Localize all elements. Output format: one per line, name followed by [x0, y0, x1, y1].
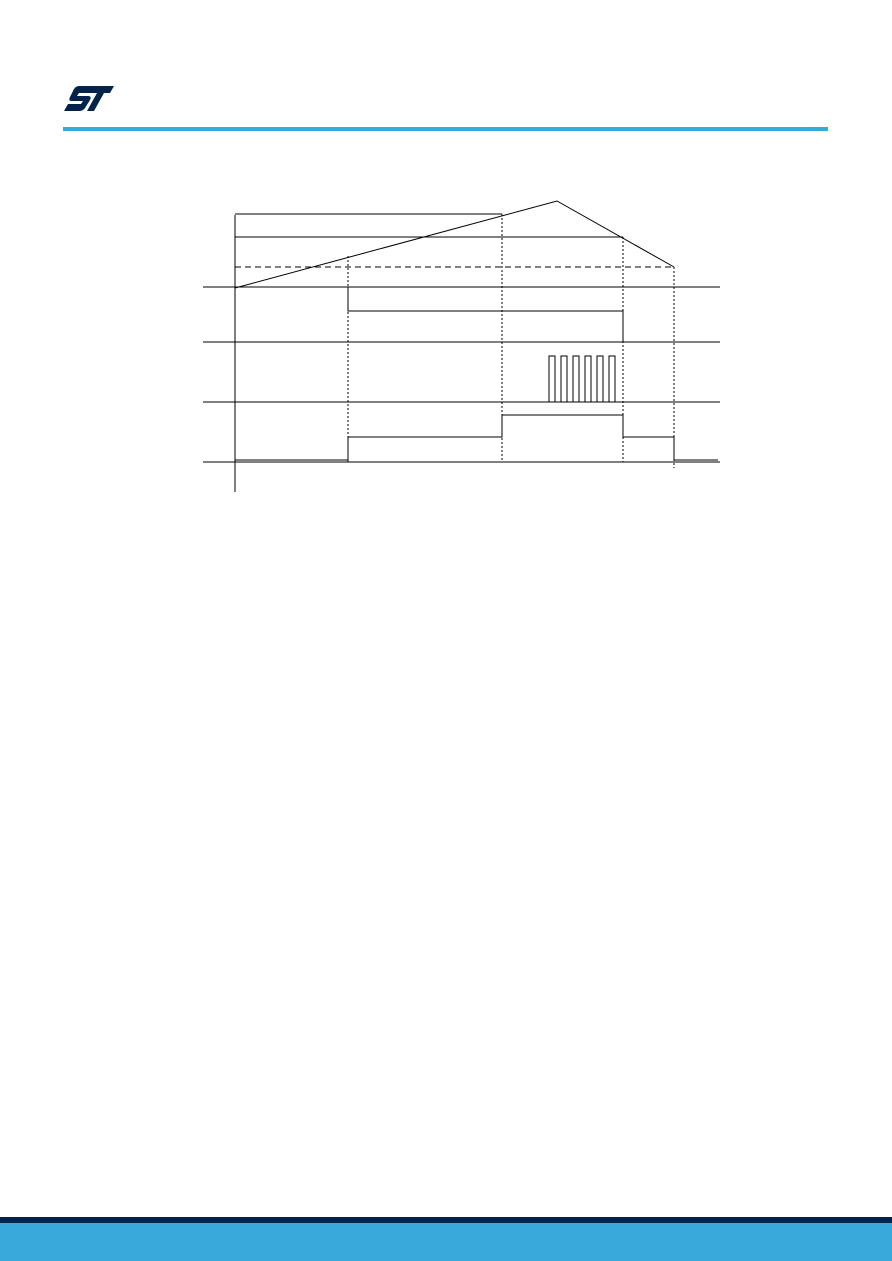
st-logo [64, 86, 114, 111]
row3-signal [235, 414, 718, 461]
timing-diagram [203, 200, 720, 492]
footer-band-dark [0, 1217, 892, 1223]
ramp-waveform [234, 200, 675, 289]
row1-signal [347, 287, 624, 342]
st-logo-t [87, 86, 114, 111]
footer-band-light [0, 1223, 892, 1261]
header-rule [63, 127, 828, 131]
row2-pulses [548, 355, 616, 403]
